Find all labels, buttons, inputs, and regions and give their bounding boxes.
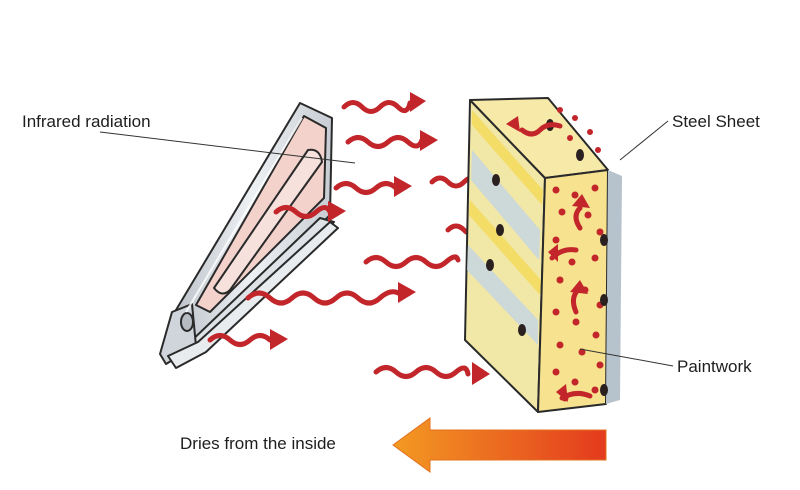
infrared-lamp [159, 102, 339, 369]
wave-4 [273, 201, 346, 222]
wave-2 [345, 130, 438, 151]
wave-11 [373, 362, 490, 385]
wave-3 [333, 176, 412, 197]
label-paintwork: Paintwork [579, 348, 752, 376]
dries-from-inside-text: Dries from the inside [180, 434, 336, 453]
wave-1 [341, 92, 426, 114]
infrared-radiation-text: Infrared radiation [22, 112, 151, 131]
gradient-arrow [392, 417, 607, 473]
steel-sheet-text: Steel Sheet [672, 112, 760, 131]
escape-arrows [506, 116, 593, 402]
steel-sheet [464, 97, 622, 413]
drying-direction-arrow: Dries from the inside [180, 417, 607, 473]
paintwork-text: Paintwork [677, 357, 752, 376]
wave-8 [245, 282, 416, 306]
label-steel-sheet: Steel Sheet [619, 112, 760, 161]
wave-9 [207, 329, 288, 350]
label-infrared-radiation: Infrared radiation [22, 112, 356, 164]
paint-dots [552, 107, 604, 402]
